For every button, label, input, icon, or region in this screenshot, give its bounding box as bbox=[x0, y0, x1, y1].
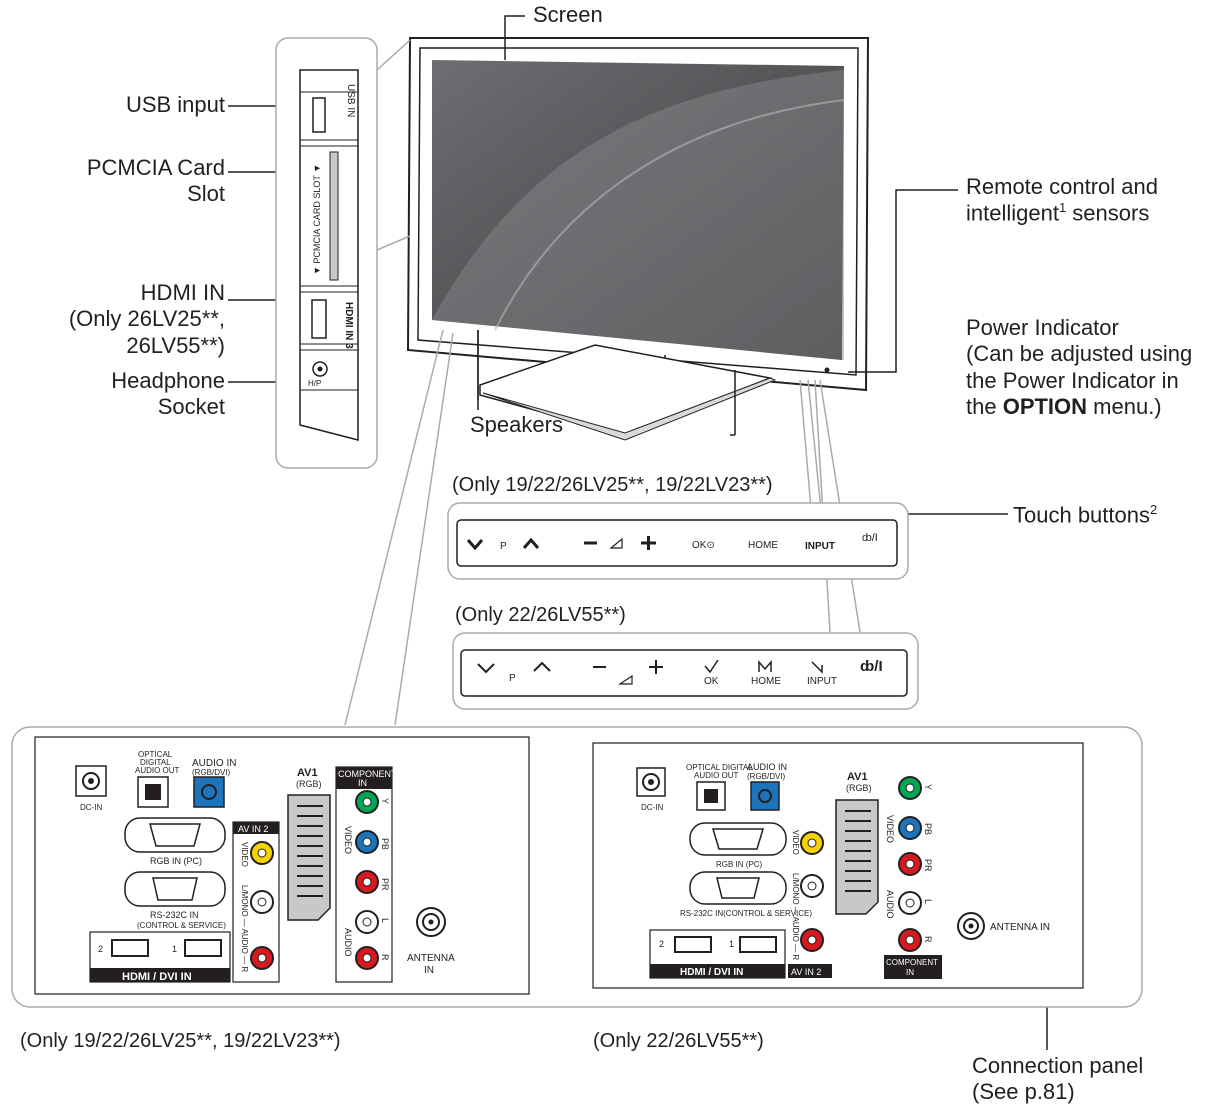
pb-dcin: DC-IN bbox=[641, 803, 663, 812]
pb-comp2: IN bbox=[906, 968, 914, 977]
btn-b-ok: OK bbox=[704, 676, 719, 687]
pb-r: R bbox=[923, 936, 933, 943]
pa-audio: L/MONO — AUDIO — R bbox=[240, 885, 249, 972]
pa-comp-audio: AUDIO bbox=[343, 928, 353, 957]
pa-l: L bbox=[380, 918, 390, 923]
pa-avin2: AV IN 2 bbox=[238, 824, 268, 834]
pb-audioin1: AUDIO IN bbox=[747, 762, 787, 772]
pb-hdmi2: 2 bbox=[659, 939, 664, 949]
pb-opt2: AUDIO OUT bbox=[694, 771, 739, 780]
pb-audioin2: (RGB/DVI) bbox=[747, 772, 786, 781]
power-indicator-label: Power Indicator (Can be adjusted using t… bbox=[966, 315, 1193, 420]
btn-b-power: ȸ/I bbox=[860, 658, 883, 675]
hdmi3-port-label: HDMI IN 3 bbox=[343, 302, 354, 349]
pb-pb: PB bbox=[923, 823, 933, 835]
pb-rgbin: RGB IN (PC) bbox=[716, 860, 763, 869]
note-panel-a: (Only 19/22/26LV25**, 19/22LV23**) bbox=[20, 1030, 341, 1052]
pb-rs232: RS-232C IN(CONTROL & SERVICE) bbox=[680, 909, 812, 918]
pa-hdmi2: 2 bbox=[98, 944, 103, 954]
note-buttons-a: (Only 19/22/26LV25**, 19/22LV23**) bbox=[452, 474, 773, 496]
pb-l: L bbox=[923, 899, 933, 904]
speakers-label: Speakers bbox=[470, 412, 563, 437]
pa-opt3: AUDIO OUT bbox=[135, 766, 180, 775]
power-indicator-dot bbox=[824, 367, 830, 373]
touch-buttons-a bbox=[447, 502, 909, 580]
pb-audio: L/MONO — AUDIO — R bbox=[791, 873, 800, 960]
pa-r: R bbox=[380, 954, 390, 961]
pb-antenna: ANTENNA IN bbox=[990, 922, 1050, 933]
pa-comp-video: VIDEO bbox=[343, 826, 353, 854]
pa-pr: PR bbox=[380, 878, 390, 891]
pa-opt1: OPTICAL bbox=[138, 750, 173, 759]
pa-video: VIDEO bbox=[240, 842, 249, 867]
btn-b-home: HOME bbox=[751, 676, 781, 687]
pa-rs232-2: (CONTROL & SERVICE) bbox=[137, 921, 226, 930]
tv-screen bbox=[432, 60, 844, 360]
connection-panel-b bbox=[592, 742, 1084, 989]
touch-buttons-b bbox=[452, 632, 919, 710]
pa-antenna1: ANTENNA bbox=[407, 953, 455, 964]
pcmcia-label: PCMCIA Card Slot bbox=[86, 155, 225, 207]
note-panel-b: (Only 22/26LV55**) bbox=[593, 1030, 764, 1052]
btn-a-p: P bbox=[500, 541, 507, 552]
hp-port-label: H/P bbox=[308, 379, 321, 388]
btn-a-power: ȸ/I bbox=[862, 532, 878, 544]
pa-av1-2: (RGB) bbox=[296, 779, 322, 789]
pa-audioin1: AUDIO IN bbox=[192, 758, 236, 769]
pb-comp-audio: AUDIO bbox=[885, 890, 895, 919]
side-input-panel bbox=[275, 37, 411, 469]
pb-y: Y bbox=[923, 784, 933, 790]
btn-b-input: INPUT bbox=[807, 676, 837, 687]
btn-a-home: HOME bbox=[748, 540, 778, 551]
hdmi-in-label: HDMI IN (Only 26LV25**, 26LV55**) bbox=[68, 280, 225, 358]
touch-buttons-label: Touch buttons2 bbox=[1013, 502, 1158, 528]
pb-av1-2: (RGB) bbox=[846, 783, 872, 793]
pa-pb: PB bbox=[380, 838, 390, 850]
pa-rgbin: RGB IN (PC) bbox=[150, 856, 202, 866]
pb-video: VIDEO bbox=[791, 830, 800, 855]
pa-av1-1: AV1 bbox=[297, 767, 318, 779]
usb-port-label: USB IN bbox=[345, 84, 356, 117]
pb-comp1: COMPONENT bbox=[886, 958, 938, 967]
remote-sensor-label: Remote control and intelligent1 sensors bbox=[966, 174, 1158, 226]
pb-pr: PR bbox=[923, 859, 933, 872]
pb-opt1: OPTICAL DIGITAL bbox=[686, 763, 753, 772]
pb-avin2: AV IN 2 bbox=[791, 967, 821, 977]
pa-opt2: DIGITAL bbox=[140, 758, 171, 767]
pa-y: Y bbox=[380, 798, 390, 804]
pa-hdmi-dvi: HDMI / DVI IN bbox=[122, 971, 192, 983]
pa-comp1: COMPONENT bbox=[338, 769, 397, 779]
pa-antenna2: IN bbox=[424, 965, 434, 976]
pcmcia-slot-label: ▼ PCMCIA CARD SLOT ▼ bbox=[312, 164, 322, 275]
pa-rs232-1: RS-232C IN bbox=[150, 910, 199, 920]
pb-hdmi-dvi: HDMI / DVI IN bbox=[680, 967, 743, 978]
note-buttons-b: (Only 22/26LV55**) bbox=[455, 604, 626, 626]
btn-a-input: INPUT bbox=[805, 541, 835, 552]
btn-a-ok: OK⊙ bbox=[692, 540, 715, 551]
pa-audioin2: (RGB/DVI) bbox=[192, 768, 231, 777]
pa-comp2: IN bbox=[358, 778, 367, 788]
usb-input-label: USB input bbox=[125, 92, 225, 117]
pb-hdmi1: 1 bbox=[729, 939, 734, 949]
btn-b-p: P bbox=[509, 673, 516, 684]
tv-body bbox=[406, 37, 870, 441]
connection-panel-label: Connection panel (See p.81) bbox=[972, 1053, 1144, 1105]
screen-label: Screen bbox=[533, 2, 603, 27]
pa-dcin: DC-IN bbox=[80, 803, 102, 812]
headphone-label: Headphone Socket bbox=[111, 368, 225, 420]
pb-comp-video: VIDEO bbox=[885, 815, 895, 843]
pb-av1-1: AV1 bbox=[847, 771, 868, 783]
pa-hdmi1: 1 bbox=[172, 944, 177, 954]
